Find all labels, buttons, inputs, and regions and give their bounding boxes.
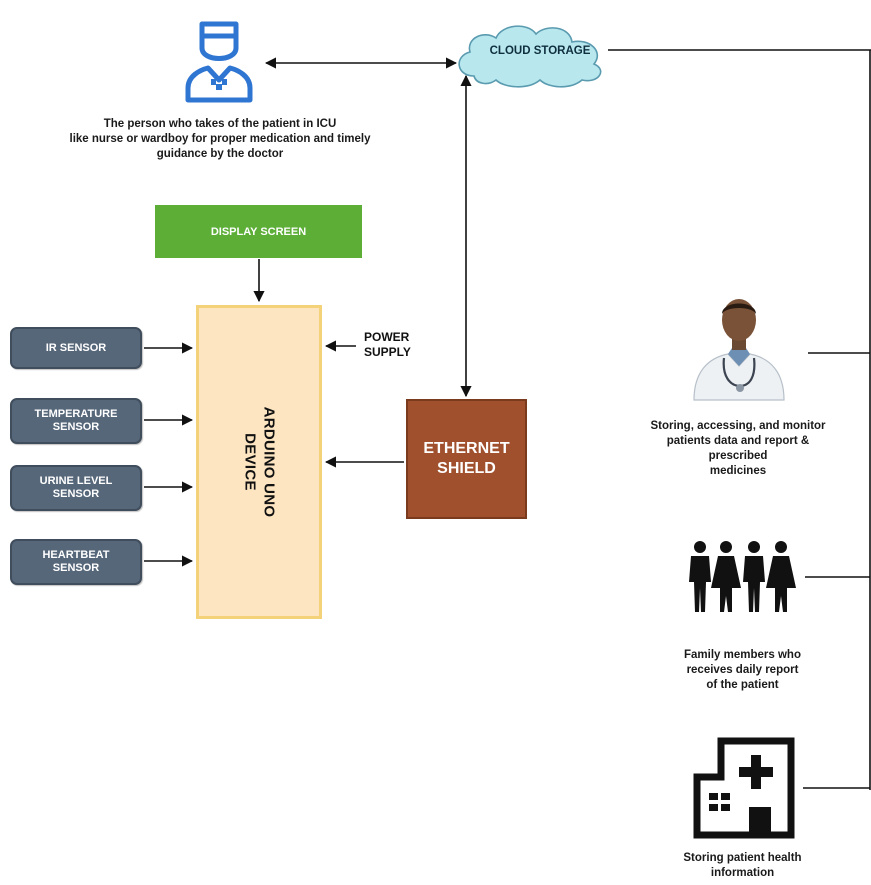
power-supply-label: POWER SUPPLY [364, 330, 444, 360]
caption-line: Storing patient health [683, 852, 802, 864]
cloud-icon [458, 25, 602, 88]
doctor-icon [693, 299, 785, 401]
ethernet-label-line: ETHERNET [423, 440, 510, 457]
caption-line: like nurse or wardboy for proper medicat… [69, 133, 371, 145]
ir-sensor-box: IR SENSOR [10, 327, 142, 369]
sensor-label: SENSOR [52, 562, 100, 574]
caption-line: patients data and report & [666, 435, 810, 447]
urine-level-sensor-box: URINE LEVEL SENSOR [10, 465, 142, 511]
caption-line: information [710, 867, 775, 879]
arduino-label-line: DEVICE [241, 433, 258, 491]
doctor-caption: Storing, accessing, and monitor patients… [612, 419, 864, 479]
arduino-label: ARDUINO UNO DEVICE [240, 407, 278, 518]
cloud-storage-label: CLOUD STORAGE [489, 45, 591, 57]
caption-line: medicines [709, 465, 767, 477]
sensor-label: URINE LEVEL [39, 475, 113, 487]
caption-line: Family members who [684, 649, 801, 661]
caption-line: guidance by the doctor [156, 148, 284, 160]
display-screen-label: DISPLAY SCREEN [210, 225, 307, 238]
ethernet-label-line: SHIELD [437, 460, 496, 477]
power-label-line: SUPPLY [364, 345, 411, 359]
nurse-icon [185, 21, 253, 103]
caption-line: receives daily report [686, 664, 799, 676]
caption-line: prescribed [708, 450, 768, 462]
caption-line: The person who takes of the patient in I… [103, 118, 337, 130]
sensor-label: IR SENSOR [45, 341, 107, 354]
sensor-label: TEMPERATURE [34, 408, 118, 420]
arduino-label-line: ARDUINO UNO [260, 406, 277, 518]
display-screen-box: DISPLAY SCREEN [155, 205, 362, 258]
family-caption: Family members who receives daily report… [650, 648, 835, 693]
arduino-uno-box: ARDUINO UNO DEVICE [196, 305, 322, 619]
hospital-icon [693, 737, 795, 839]
sensor-label: HEARTBEAT [42, 549, 110, 561]
ethernet-shield-box: ETHERNET SHIELD [406, 399, 527, 519]
caption-line: Storing, accessing, and monitor [650, 420, 826, 432]
heartbeat-sensor-box: HEARTBEAT SENSOR [10, 539, 142, 585]
sensor-label: SENSOR [52, 488, 100, 500]
family-icon [689, 541, 796, 612]
sensor-label: SENSOR [52, 421, 100, 433]
temperature-sensor-box: TEMPERATURE SENSOR [10, 398, 142, 444]
power-label-line: POWER [364, 330, 410, 344]
caption-line: of the patient [706, 679, 779, 691]
nurse-caption: The person who takes of the patient in I… [15, 117, 425, 162]
hospital-caption: Storing patient health information [650, 851, 835, 881]
